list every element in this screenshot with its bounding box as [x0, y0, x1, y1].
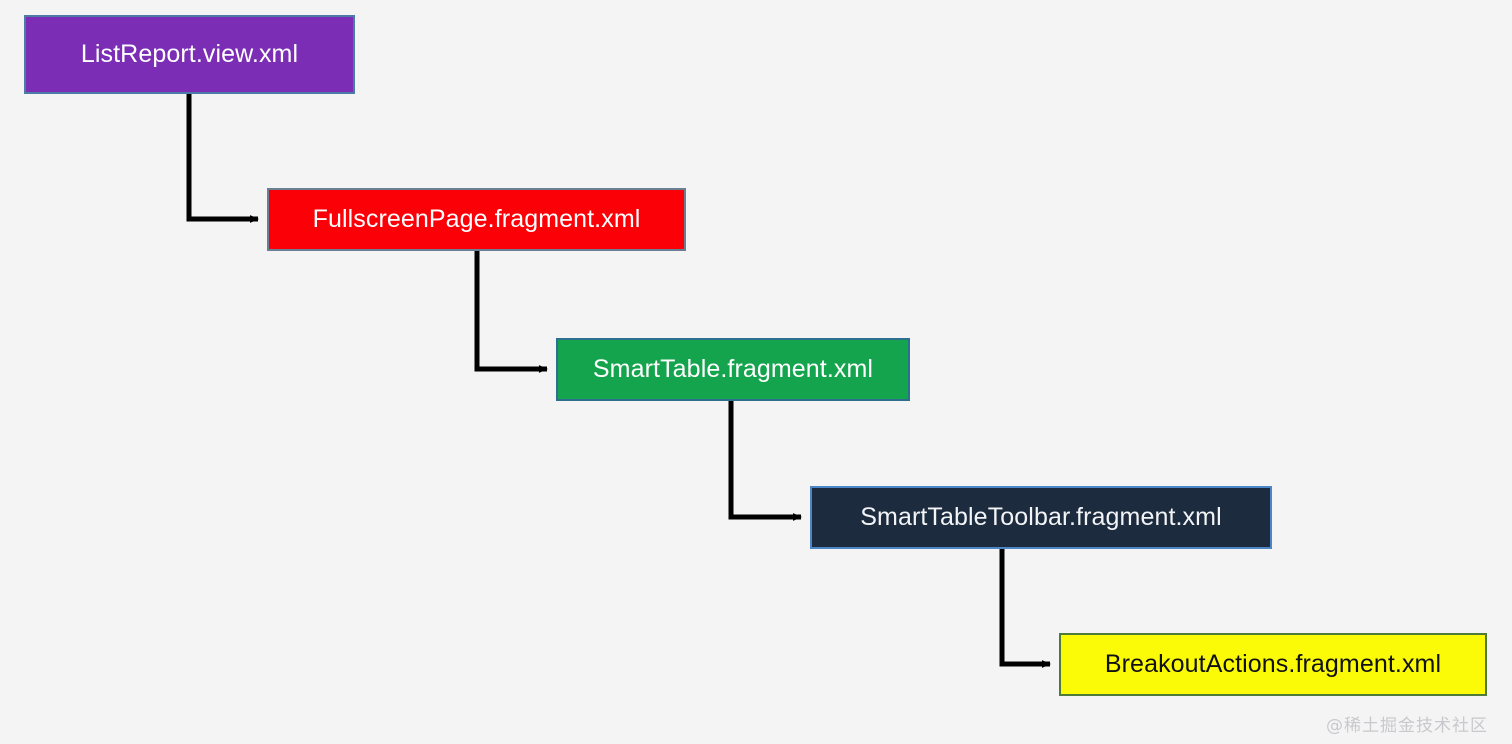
node-breakoutactions-fragment-xml[interactable]: BreakoutActions.fragment.xml: [1059, 633, 1487, 696]
edge-smarttable-toolbar: [728, 401, 802, 521]
node-label: ListReport.view.xml: [80, 40, 299, 68]
edge-listreport-fullscreen: [186, 94, 259, 223]
node-smarttabletoolbar-fragment-xml[interactable]: SmartTableToolbar.fragment.xml: [810, 486, 1272, 549]
node-label: SmartTable.fragment.xml: [592, 355, 874, 383]
watermark-text: @稀土掘金技术社区: [1326, 716, 1488, 736]
node-label: FullscreenPage.fragment.xml: [312, 205, 641, 233]
node-label: BreakoutActions.fragment.xml: [1104, 650, 1442, 678]
edge-toolbar-breakout: [999, 549, 1051, 668]
node-listreport-view-xml[interactable]: ListReport.view.xml: [24, 15, 355, 94]
edge-fullscreen-smarttable: [474, 251, 548, 373]
node-label: SmartTableToolbar.fragment.xml: [860, 503, 1222, 531]
node-smarttable-fragment-xml[interactable]: SmartTable.fragment.xml: [556, 338, 910, 401]
node-fullscreenpage-fragment-xml[interactable]: FullscreenPage.fragment.xml: [267, 188, 686, 251]
